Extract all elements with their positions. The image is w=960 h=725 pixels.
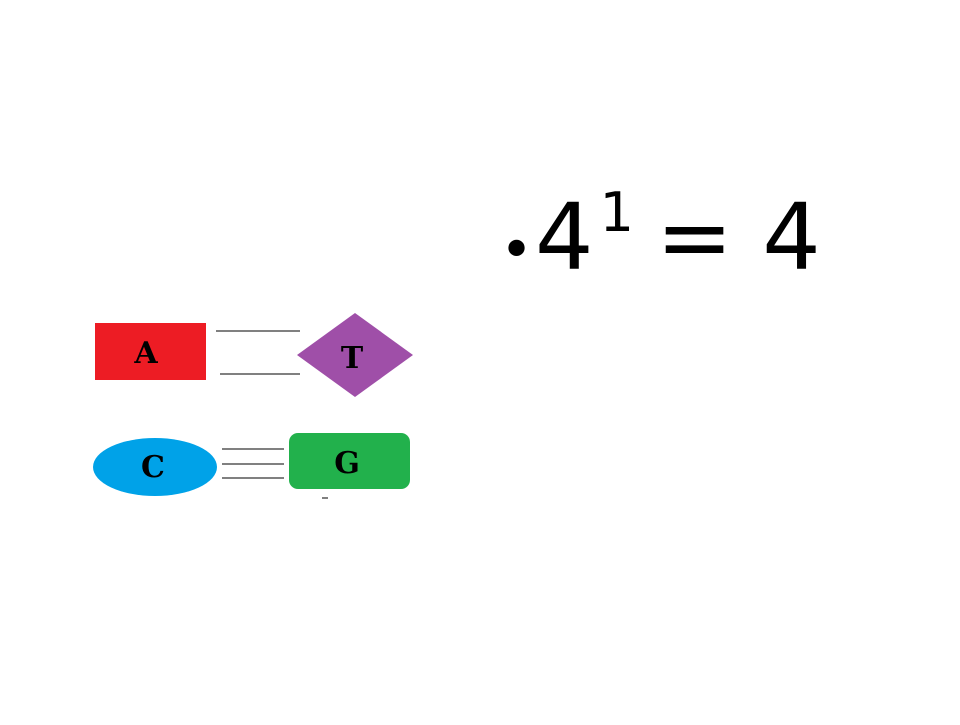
- equation-base: 4: [535, 184, 594, 291]
- base-c-label: C: [141, 450, 165, 485]
- base-g-shape: [289, 433, 410, 489]
- base-g-label: G: [334, 446, 360, 481]
- base-t-label: T: [341, 341, 364, 376]
- bullet-equation: • 4 1 = 4: [500, 184, 821, 312]
- base-a-shape: [95, 323, 206, 380]
- base-c-shape: [93, 438, 217, 496]
- bullet-point: •: [500, 218, 534, 283]
- base-t-shape: [297, 313, 413, 397]
- equation-exponent: 1: [599, 181, 634, 244]
- equation-result: = 4: [655, 184, 821, 291]
- base-a-label: A: [133, 336, 158, 371]
